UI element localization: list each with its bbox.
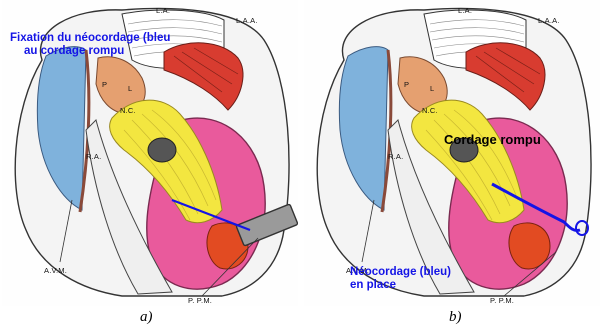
label-l: L	[430, 84, 434, 93]
diagram-panel-a: L.A. L.A.A. P L N.C. R.A. A.V.M. P. P.M.…	[2, 0, 298, 306]
label-left-atrium: L.A.	[458, 6, 472, 15]
annotation-line-1: Fixation du néocordage (bleu	[10, 32, 170, 45]
label-left-atrial-appendage: L.A.A.	[538, 16, 560, 25]
caption-b: b)	[449, 309, 462, 326]
heart-illustration-b	[304, 0, 600, 306]
annotation-cordage-rompu: Cordage rompu	[444, 132, 541, 147]
label-right-atrium: R.A.	[86, 152, 101, 161]
annotation-line-1: Néocordage (bleu)	[350, 266, 451, 279]
label-left-atrium: L.A.	[156, 6, 170, 15]
label-l: L	[128, 84, 132, 93]
diagram-panel-b: L.A. L.A.A. P L N.C. R.A. A.V.M. P. P.M.…	[304, 0, 600, 306]
annotation-line-2: au cordage rompu	[10, 45, 170, 58]
label-avm: A.V.M.	[44, 266, 67, 275]
label-nc: N.C.	[120, 106, 136, 115]
annotation-neocordage: Néocordage (bleu) en place	[350, 266, 451, 292]
label-nc: N.C.	[422, 106, 438, 115]
ruptured-chordae-mass	[148, 138, 176, 162]
annotation-line-2: en place	[350, 279, 451, 292]
label-left-atrial-appendage: L.A.A.	[236, 16, 258, 25]
annotation-fixation: Fixation du néocordage (bleu au cordage …	[10, 32, 170, 58]
label-p: P	[102, 80, 107, 89]
label-ppm: P. P.M.	[490, 296, 514, 305]
label-right-atrium: R.A.	[388, 152, 403, 161]
label-ppm: P. P.M.	[188, 296, 212, 305]
caption-a: a)	[140, 309, 153, 326]
label-p: P	[404, 80, 409, 89]
